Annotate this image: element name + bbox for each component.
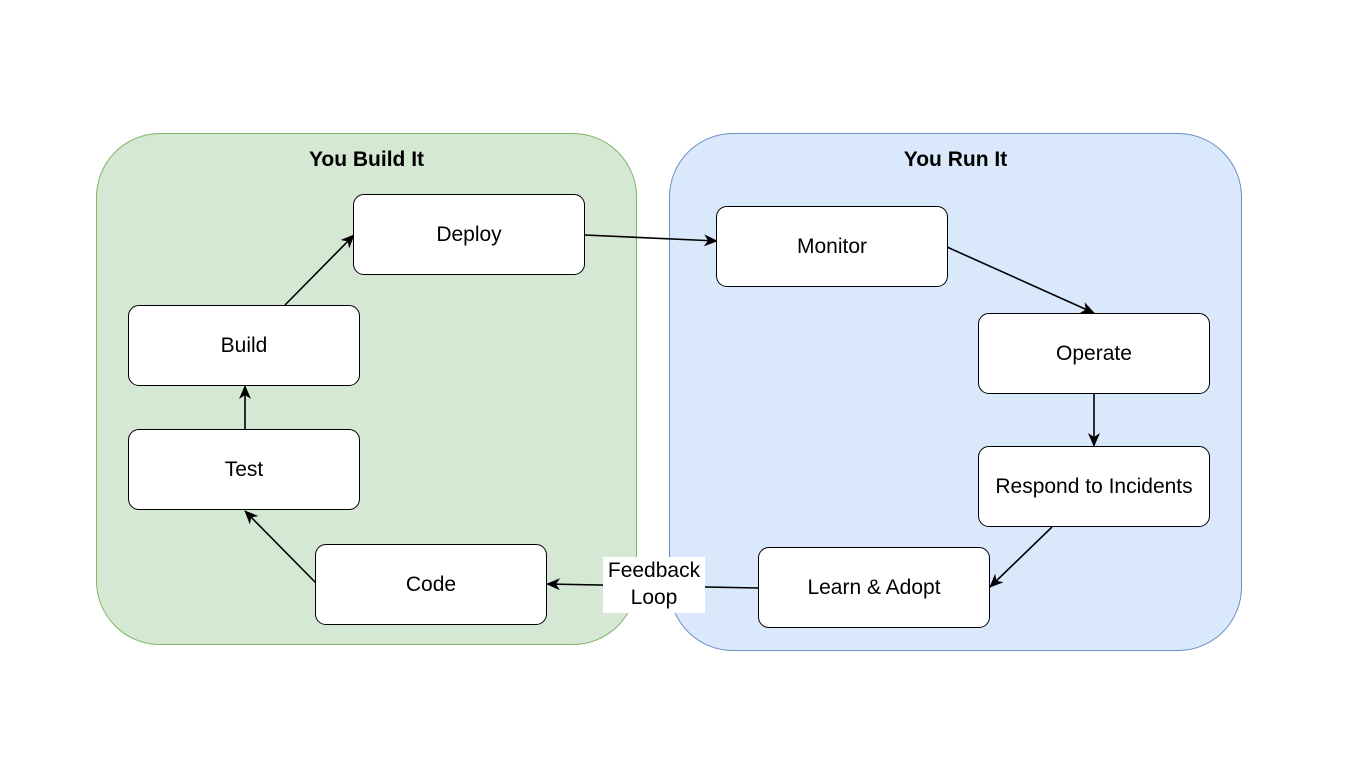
edge-monitor-to-operate — [946, 246, 1095, 314]
node-respond-to-incidents: Respond to Incidents — [978, 446, 1210, 527]
node-build: Build — [128, 305, 360, 386]
feedback-loop-label-line-1: Feedback — [607, 559, 701, 582]
node-code: Code — [315, 544, 547, 625]
feedback-loop-label: Feedback Loop — [603, 557, 705, 613]
feedback-loop-label-line-2: Loop — [630, 586, 678, 609]
group-title-build: You Build It — [308, 148, 425, 171]
edge-deploy-to-monitor — [584, 234, 718, 247]
node-learn-and-adopt: Learn & Adopt — [758, 547, 990, 628]
node-operate: Operate — [978, 313, 1210, 394]
node-test: Test — [128, 429, 360, 510]
group-title-run: You Run It — [903, 148, 1008, 171]
node-deploy: Deploy — [353, 194, 585, 275]
node-monitor: Monitor — [716, 206, 948, 287]
edge-code-to-test — [244, 510, 317, 584]
edge-respond-to-learn — [989, 526, 1053, 588]
edge-build-to-deploy — [284, 234, 355, 306]
